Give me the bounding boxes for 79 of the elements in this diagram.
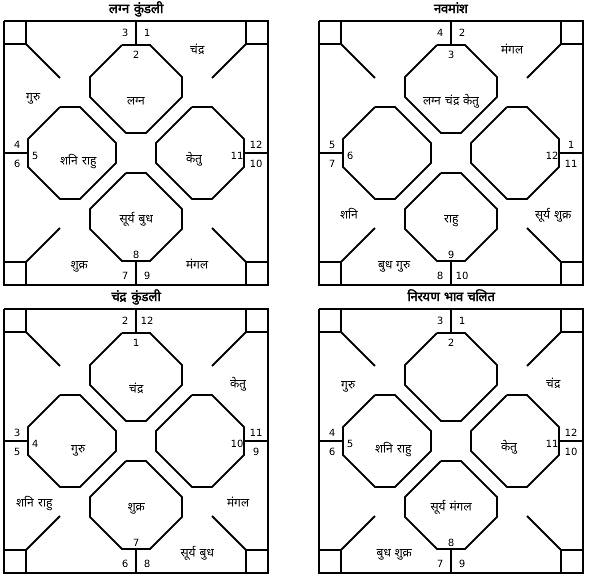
house-number: 4 (32, 439, 38, 451)
house-number: 7 (436, 559, 444, 571)
house-number: 12 (140, 316, 154, 328)
house-number: 3 (122, 28, 128, 40)
house-number: 3 (14, 428, 20, 440)
house-number: 6 (346, 151, 354, 163)
house-number: 10 (250, 159, 262, 171)
planet-names: मंगल (226, 496, 250, 510)
planet-names: शुक्र (126, 500, 146, 514)
house-number: 1 (568, 140, 574, 152)
house-number: 7 (328, 159, 336, 171)
house-number: 9 (252, 447, 260, 459)
house-number: 5 (346, 439, 354, 451)
house-number: 9 (448, 250, 454, 262)
chart-title: नवमांश (432, 1, 470, 19)
house-number: 8 (144, 559, 150, 571)
house-number: 3 (448, 50, 454, 62)
house-number: 10 (564, 447, 578, 459)
planet-names: सूर्य बुध (118, 212, 154, 226)
planet-names: राहु (443, 212, 460, 226)
house-number: 8 (436, 271, 444, 283)
planet-names: केतु (500, 440, 518, 454)
planet-names: सूर्य मंगल (430, 500, 473, 514)
planet-names: गुरु (340, 378, 356, 392)
planet-names: लग्न (126, 94, 146, 108)
house-number: 10 (456, 271, 468, 283)
house-number: 11 (564, 159, 578, 171)
planet-names: चंद्र (545, 376, 562, 392)
house-number: 2 (458, 28, 466, 40)
planet-names: केतु (185, 152, 204, 166)
house-number: 12 (564, 428, 578, 440)
planet-names: लग्न चंद्र केतु (422, 94, 480, 108)
chart-title: निरयण भाव चलित (406, 288, 496, 307)
house-number: 11 (250, 428, 262, 440)
planet-names: शनि (339, 208, 359, 222)
planet-names: चंद्र (189, 42, 206, 58)
house-number: 9 (144, 271, 150, 283)
house-number: 7 (132, 538, 140, 550)
planet-names: सूर्य शुक्र (534, 208, 572, 222)
house-number: 10 (230, 439, 244, 451)
house-number: 1 (132, 338, 140, 350)
house-number: 8 (132, 250, 140, 262)
chart-title: लग्न कुंडली (108, 0, 165, 19)
planet-names: मंगल (500, 42, 524, 58)
house-number: 2 (448, 338, 454, 350)
house-number: 11 (230, 151, 244, 163)
planet-names: शुक्र (70, 258, 89, 272)
planet-names: बुध शुक्र (376, 546, 413, 560)
planet-names: बुध गुरु (377, 258, 412, 272)
planet-names: सूर्य बुध (180, 546, 215, 560)
planet-names: गुरु (70, 442, 86, 456)
house-number: 12 (250, 140, 262, 152)
house-number: 6 (14, 159, 20, 171)
planet-names: चंद्र (128, 382, 144, 396)
chart-title: चंद्र कुंडली (110, 288, 162, 307)
house-number: 4 (328, 428, 336, 440)
house-number: 5 (14, 447, 20, 459)
house-number: 11 (546, 439, 558, 451)
house-number: 1 (144, 28, 150, 40)
house-number: 12 (546, 151, 558, 163)
planet-names: केतु (229, 376, 248, 392)
planet-names: शनि राहु (374, 442, 412, 456)
house-number: 1 (458, 316, 466, 328)
planet-names: मंगल (185, 258, 210, 272)
house-number: 4 (14, 140, 20, 152)
house-number: 4 (436, 28, 444, 40)
house-number: 2 (132, 50, 140, 62)
house-number: 9 (458, 559, 466, 571)
house-number: 5 (32, 151, 38, 163)
planet-names: शनि राहु (59, 154, 98, 168)
house-number: 5 (328, 140, 336, 152)
house-number: 7 (122, 271, 128, 283)
house-number: 8 (448, 538, 454, 550)
house-number: 6 (122, 559, 128, 571)
house-number: 3 (436, 316, 444, 328)
planet-names: गुरु (25, 90, 42, 104)
house-number: 6 (328, 447, 336, 459)
planet-names: शनि राहु (15, 496, 54, 510)
house-number: 2 (122, 316, 128, 328)
